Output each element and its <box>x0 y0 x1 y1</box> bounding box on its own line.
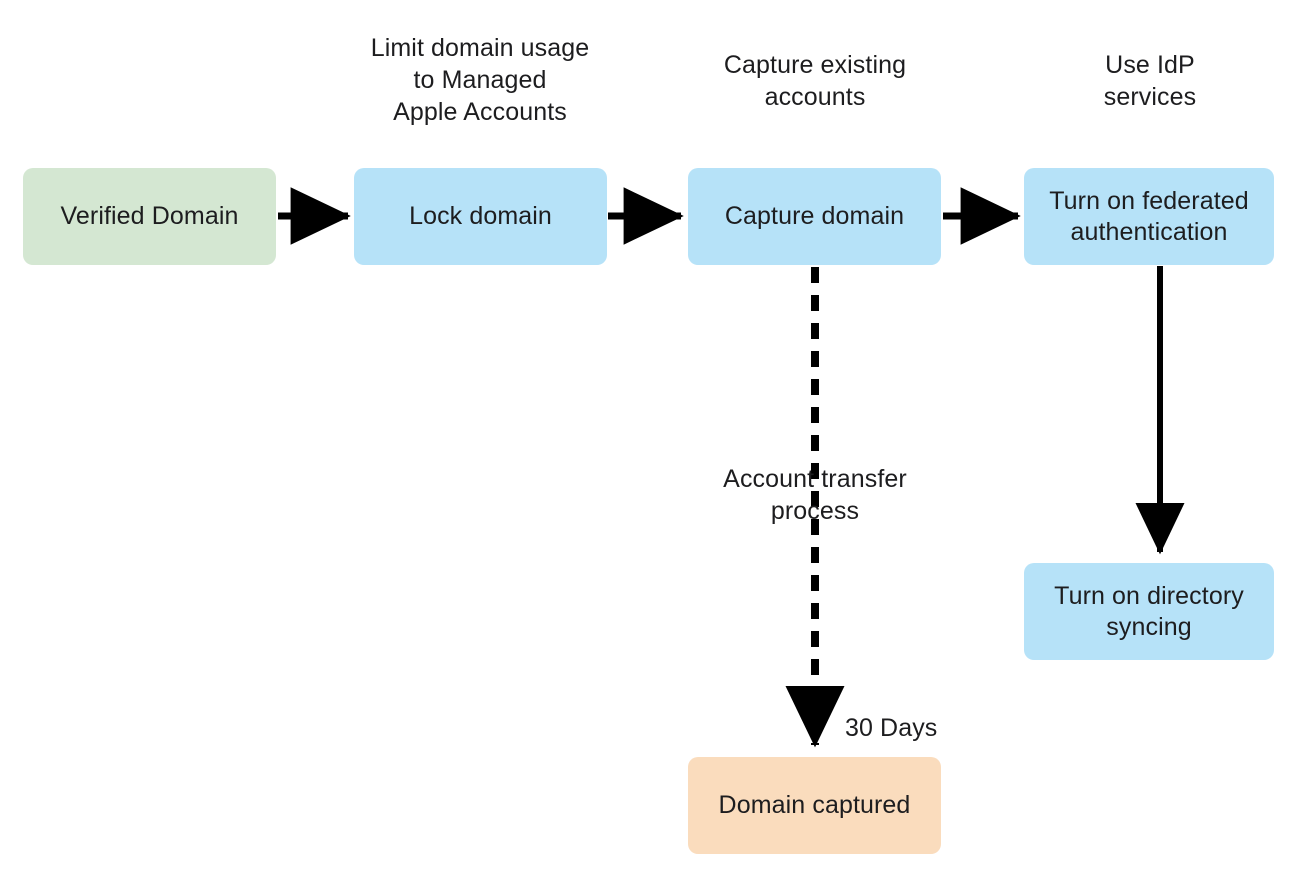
caption-lock-domain: Limit domain usage to Managed Apple Acco… <box>370 34 590 126</box>
node-capture-domain[interactable]: Capture domain <box>688 168 941 265</box>
node-federated-authentication[interactable]: Turn on federated authentication <box>1024 168 1274 265</box>
label-account-transfer: Account transfer process <box>723 465 907 525</box>
node-directory-syncing[interactable]: Turn on directory syncing <box>1024 563 1274 660</box>
node-verified-domain[interactable]: Verified Domain <box>23 168 276 265</box>
label-30-days: 30 Days <box>845 714 938 742</box>
node-lock-domain[interactable]: Lock domain <box>354 168 607 265</box>
node-domain-captured[interactable]: Domain captured <box>688 757 941 854</box>
caption-capture-domain: Capture existing accounts <box>723 51 907 111</box>
caption-federated-auth: Use IdP services <box>1103 51 1197 111</box>
